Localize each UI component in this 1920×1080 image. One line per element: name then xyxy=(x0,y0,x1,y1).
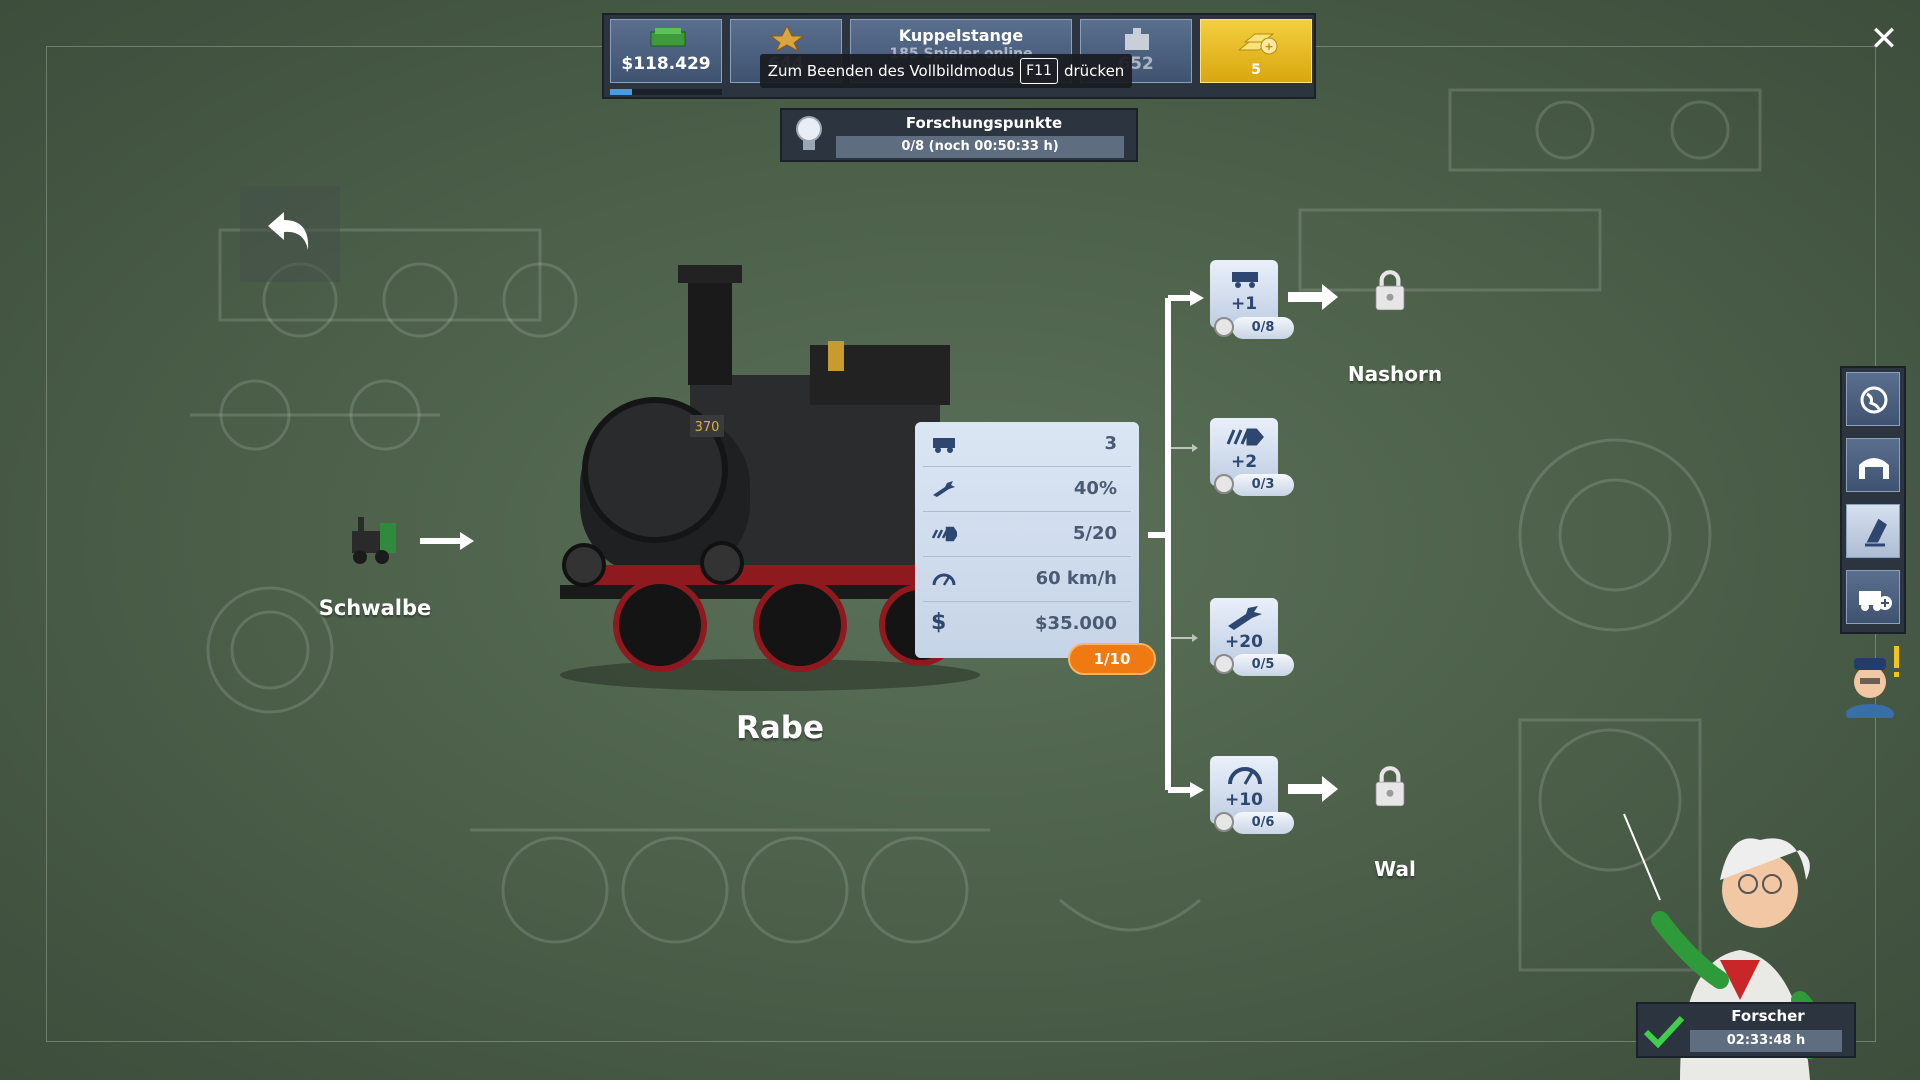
lock-icon[interactable] xyxy=(1362,268,1418,314)
stat-speed: 60 km/h xyxy=(923,557,1131,602)
power-icon xyxy=(1226,428,1264,446)
gold-value: 5 xyxy=(1251,62,1261,78)
right-sidebar xyxy=(1840,366,1906,634)
speedometer-icon xyxy=(1228,767,1262,785)
previous-loco-name: Schwalbe xyxy=(318,596,432,620)
upgrade-wagons[interactable]: +1 xyxy=(1210,260,1278,328)
stat-power-value: 5/20 xyxy=(1072,523,1117,544)
cash-display[interactable]: $118.429 xyxy=(610,19,722,83)
next-bottom-loco-name: Wal xyxy=(1374,857,1416,881)
stat-reliability-value: 40% xyxy=(1073,478,1117,499)
researcher-panel[interactable]: Forscher 02:33:48 h xyxy=(1636,1002,1856,1058)
gold-bars-icon: + xyxy=(1237,33,1278,55)
upgrade-speed-progress: 0/6 xyxy=(1232,812,1294,834)
back-arrow-icon xyxy=(268,212,309,250)
locomotive-image: 370 xyxy=(560,265,980,691)
conductor-avatar[interactable] xyxy=(1840,640,1906,718)
wrench-key-icon xyxy=(1214,317,1234,337)
svg-text:+: + xyxy=(1264,40,1273,53)
level-badge: 1/10 xyxy=(1068,643,1156,675)
depot-icon xyxy=(1859,458,1889,479)
previous-loco-icon[interactable] xyxy=(342,505,408,571)
close-button[interactable]: ✕ xyxy=(1869,19,1899,59)
upgrade-power-progress: 0/3 xyxy=(1232,474,1294,496)
researcher-label: Forscher xyxy=(1731,1007,1805,1025)
arrow-right-icon xyxy=(420,532,474,550)
company-name: Kuppelstange xyxy=(898,26,1024,45)
cash-value: $118.429 xyxy=(621,54,711,74)
upgrade-speed-bonus: +10 xyxy=(1225,790,1263,810)
globe-icon xyxy=(1860,386,1888,414)
xp-fill xyxy=(610,89,633,95)
sidebar-depot[interactable] xyxy=(1846,438,1900,492)
stat-power: 5/20 xyxy=(923,512,1131,557)
research-points-panel: Forschungspunkte 0/8 (noch 00:50:33 h) xyxy=(780,108,1138,162)
researcher-timer: 02:33:48 h xyxy=(1690,1030,1842,1052)
power-icon xyxy=(931,526,957,542)
dollar-icon: $ xyxy=(931,610,947,635)
checkmark-icon xyxy=(1644,1015,1684,1048)
xp-bar xyxy=(610,89,722,95)
wagon-icon xyxy=(1232,272,1258,288)
stat-speed-value: 60 km/h xyxy=(1035,568,1117,589)
wrench-key-icon xyxy=(1214,812,1234,832)
sidebar-research[interactable] xyxy=(1846,504,1900,558)
stats-panel: 3 40% 5/20 60 km/h $ $35.000 xyxy=(915,422,1139,658)
tip-key: F11 xyxy=(1020,58,1058,84)
upgrade-wagons-bonus: +1 xyxy=(1230,294,1258,314)
current-loco-name: Rabe xyxy=(735,710,824,746)
research-title: Forschungspunkte xyxy=(905,114,1063,132)
stat-wagons-value: 3 xyxy=(1104,433,1117,454)
fullscreen-tip: Zum Beenden des Vollbildmodus F11 drücke… xyxy=(760,54,1132,88)
wrench-icon xyxy=(1228,606,1262,630)
medal-icon xyxy=(769,24,805,52)
sidebar-buy-train[interactable] xyxy=(1846,570,1900,624)
stat-reliability: 40% xyxy=(923,467,1131,512)
lightbulb-icon xyxy=(796,116,822,150)
research-progress: 0/8 (noch 00:50:33 h) xyxy=(836,136,1124,158)
sidebar-world-map[interactable] xyxy=(1846,372,1900,426)
stat-price-value: $35.000 xyxy=(1035,613,1117,634)
lock-icon[interactable] xyxy=(1362,764,1418,810)
tip-text-before: Zum Beenden des Vollbildmodus xyxy=(767,62,1015,80)
wrench-key-icon xyxy=(1214,474,1234,494)
upgrade-reliability-bonus: +20 xyxy=(1225,632,1263,652)
wagon-icon xyxy=(933,438,955,453)
wrench-key-icon xyxy=(1214,654,1234,674)
wrench-icon xyxy=(933,481,955,497)
stat-price: $ $35.000 xyxy=(923,602,1131,646)
train-add-icon xyxy=(1859,591,1892,611)
next-top-loco-name: Nashorn xyxy=(1347,362,1443,386)
speedometer-icon xyxy=(932,573,956,586)
upgrade-wagons-progress: 0/8 xyxy=(1232,317,1294,339)
parts-icon xyxy=(1125,28,1149,50)
tip-text-after: drücken xyxy=(1063,62,1125,80)
svg-text:370: 370 xyxy=(695,420,720,435)
research-icon xyxy=(1865,518,1887,547)
upgrade-power-bonus: +2 xyxy=(1230,452,1258,472)
stat-wagons: 3 xyxy=(923,422,1131,467)
gold-display[interactable]: + 5 xyxy=(1200,19,1312,83)
upgrade-reliability-progress: 0/5 xyxy=(1232,654,1294,676)
back-button[interactable] xyxy=(240,186,340,282)
cash-icon xyxy=(650,28,686,47)
